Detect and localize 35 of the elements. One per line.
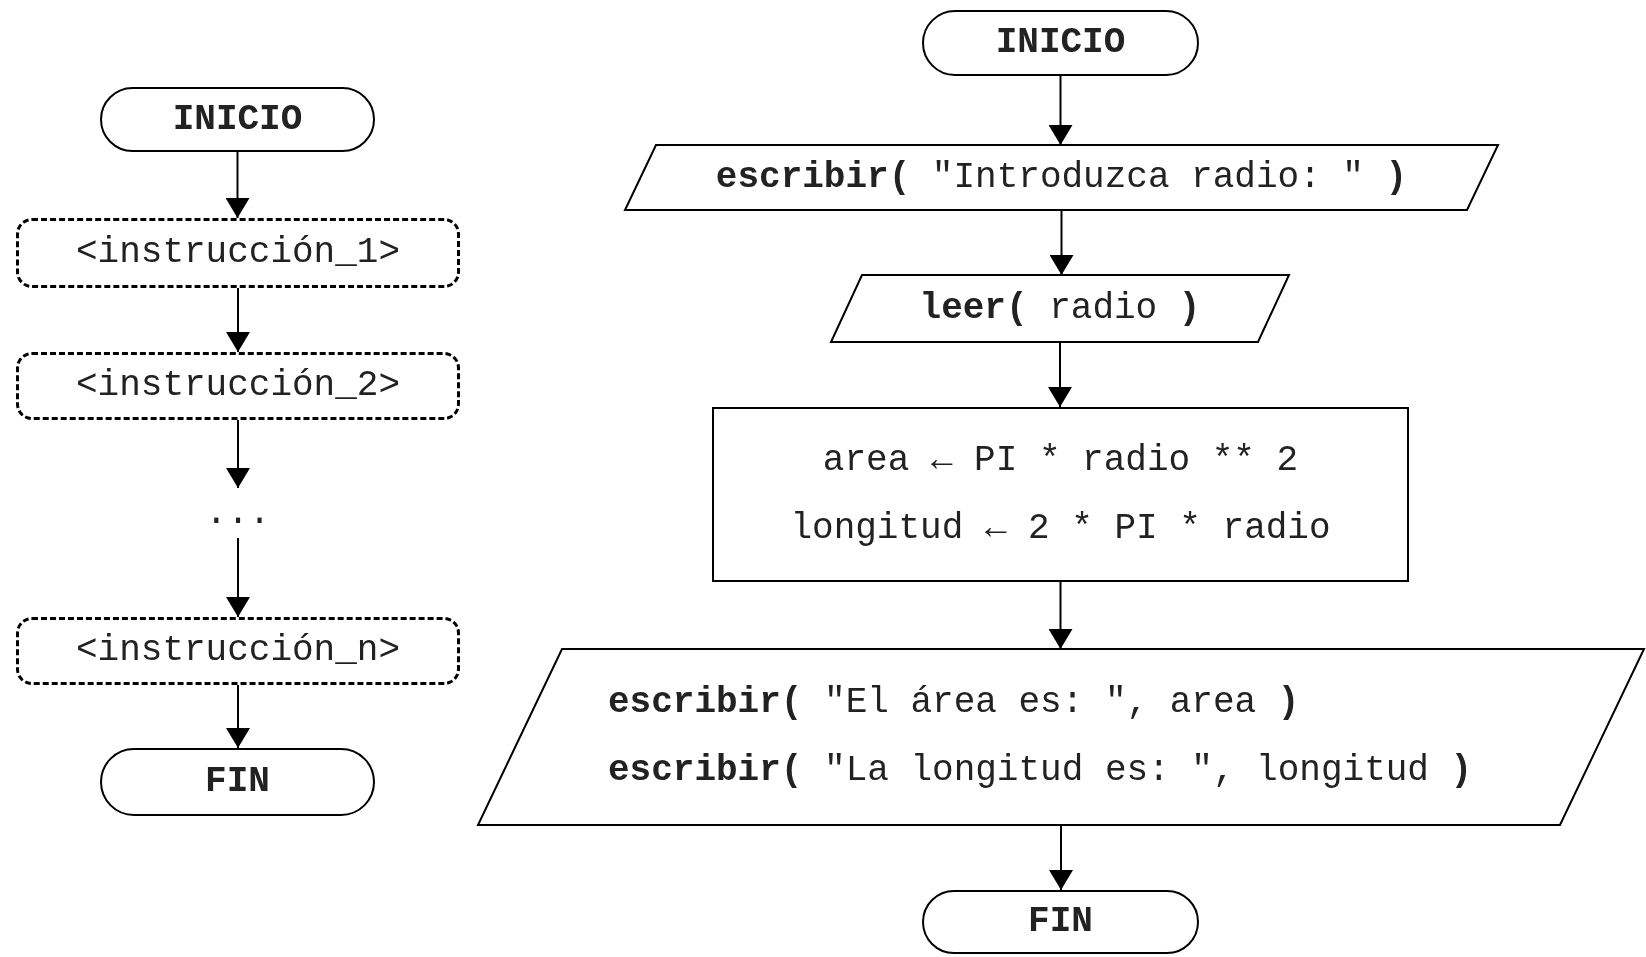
arrow	[1048, 75, 1073, 146]
instruction-text: escribir( "El área es: ", area )	[608, 683, 1300, 723]
terminal-label: INICIO	[172, 99, 303, 140]
instruction-text: <instrucción_1>	[75, 233, 401, 273]
arrow	[226, 287, 250, 353]
io-parallelogram	[831, 275, 1289, 342]
terminal-label: FIN	[1028, 902, 1093, 942]
terminal-label: FIN	[205, 762, 270, 802]
arrow	[226, 537, 250, 618]
io-parallelogram	[478, 649, 1644, 825]
arrow	[1048, 341, 1072, 408]
arrow	[1049, 824, 1073, 891]
arrow	[226, 419, 250, 489]
terminal-shape	[100, 87, 375, 152]
instruction-text: leer( radio )	[919, 288, 1201, 329]
instruction-box	[16, 218, 460, 288]
terminal-shape	[922, 890, 1199, 954]
arrow	[1048, 581, 1073, 650]
ellipsis-text: ...	[198, 488, 278, 538]
instruction-box	[16, 352, 460, 420]
arrow	[226, 684, 250, 749]
instruction-text: area ← PI * radio ** 2	[822, 440, 1299, 481]
instruction-box	[16, 617, 460, 685]
arrow	[1049, 209, 1074, 276]
instruction-text: longitud ← 2 * PI * radio	[790, 508, 1331, 549]
arrow	[225, 151, 250, 219]
terminal-shape	[100, 748, 375, 816]
instruction-text: <instrucción_n>	[75, 631, 401, 671]
process-box	[712, 407, 1409, 582]
terminal-shape	[922, 10, 1199, 76]
io-parallelogram	[625, 145, 1498, 210]
instruction-text: escribir( "La longitud es: ", longitud )	[608, 751, 1473, 791]
instruction-text: <instrucción_2>	[75, 366, 401, 406]
terminal-label: INICIO	[995, 23, 1126, 63]
instruction-text: escribir( "Introduzca radio: " )	[715, 157, 1408, 198]
